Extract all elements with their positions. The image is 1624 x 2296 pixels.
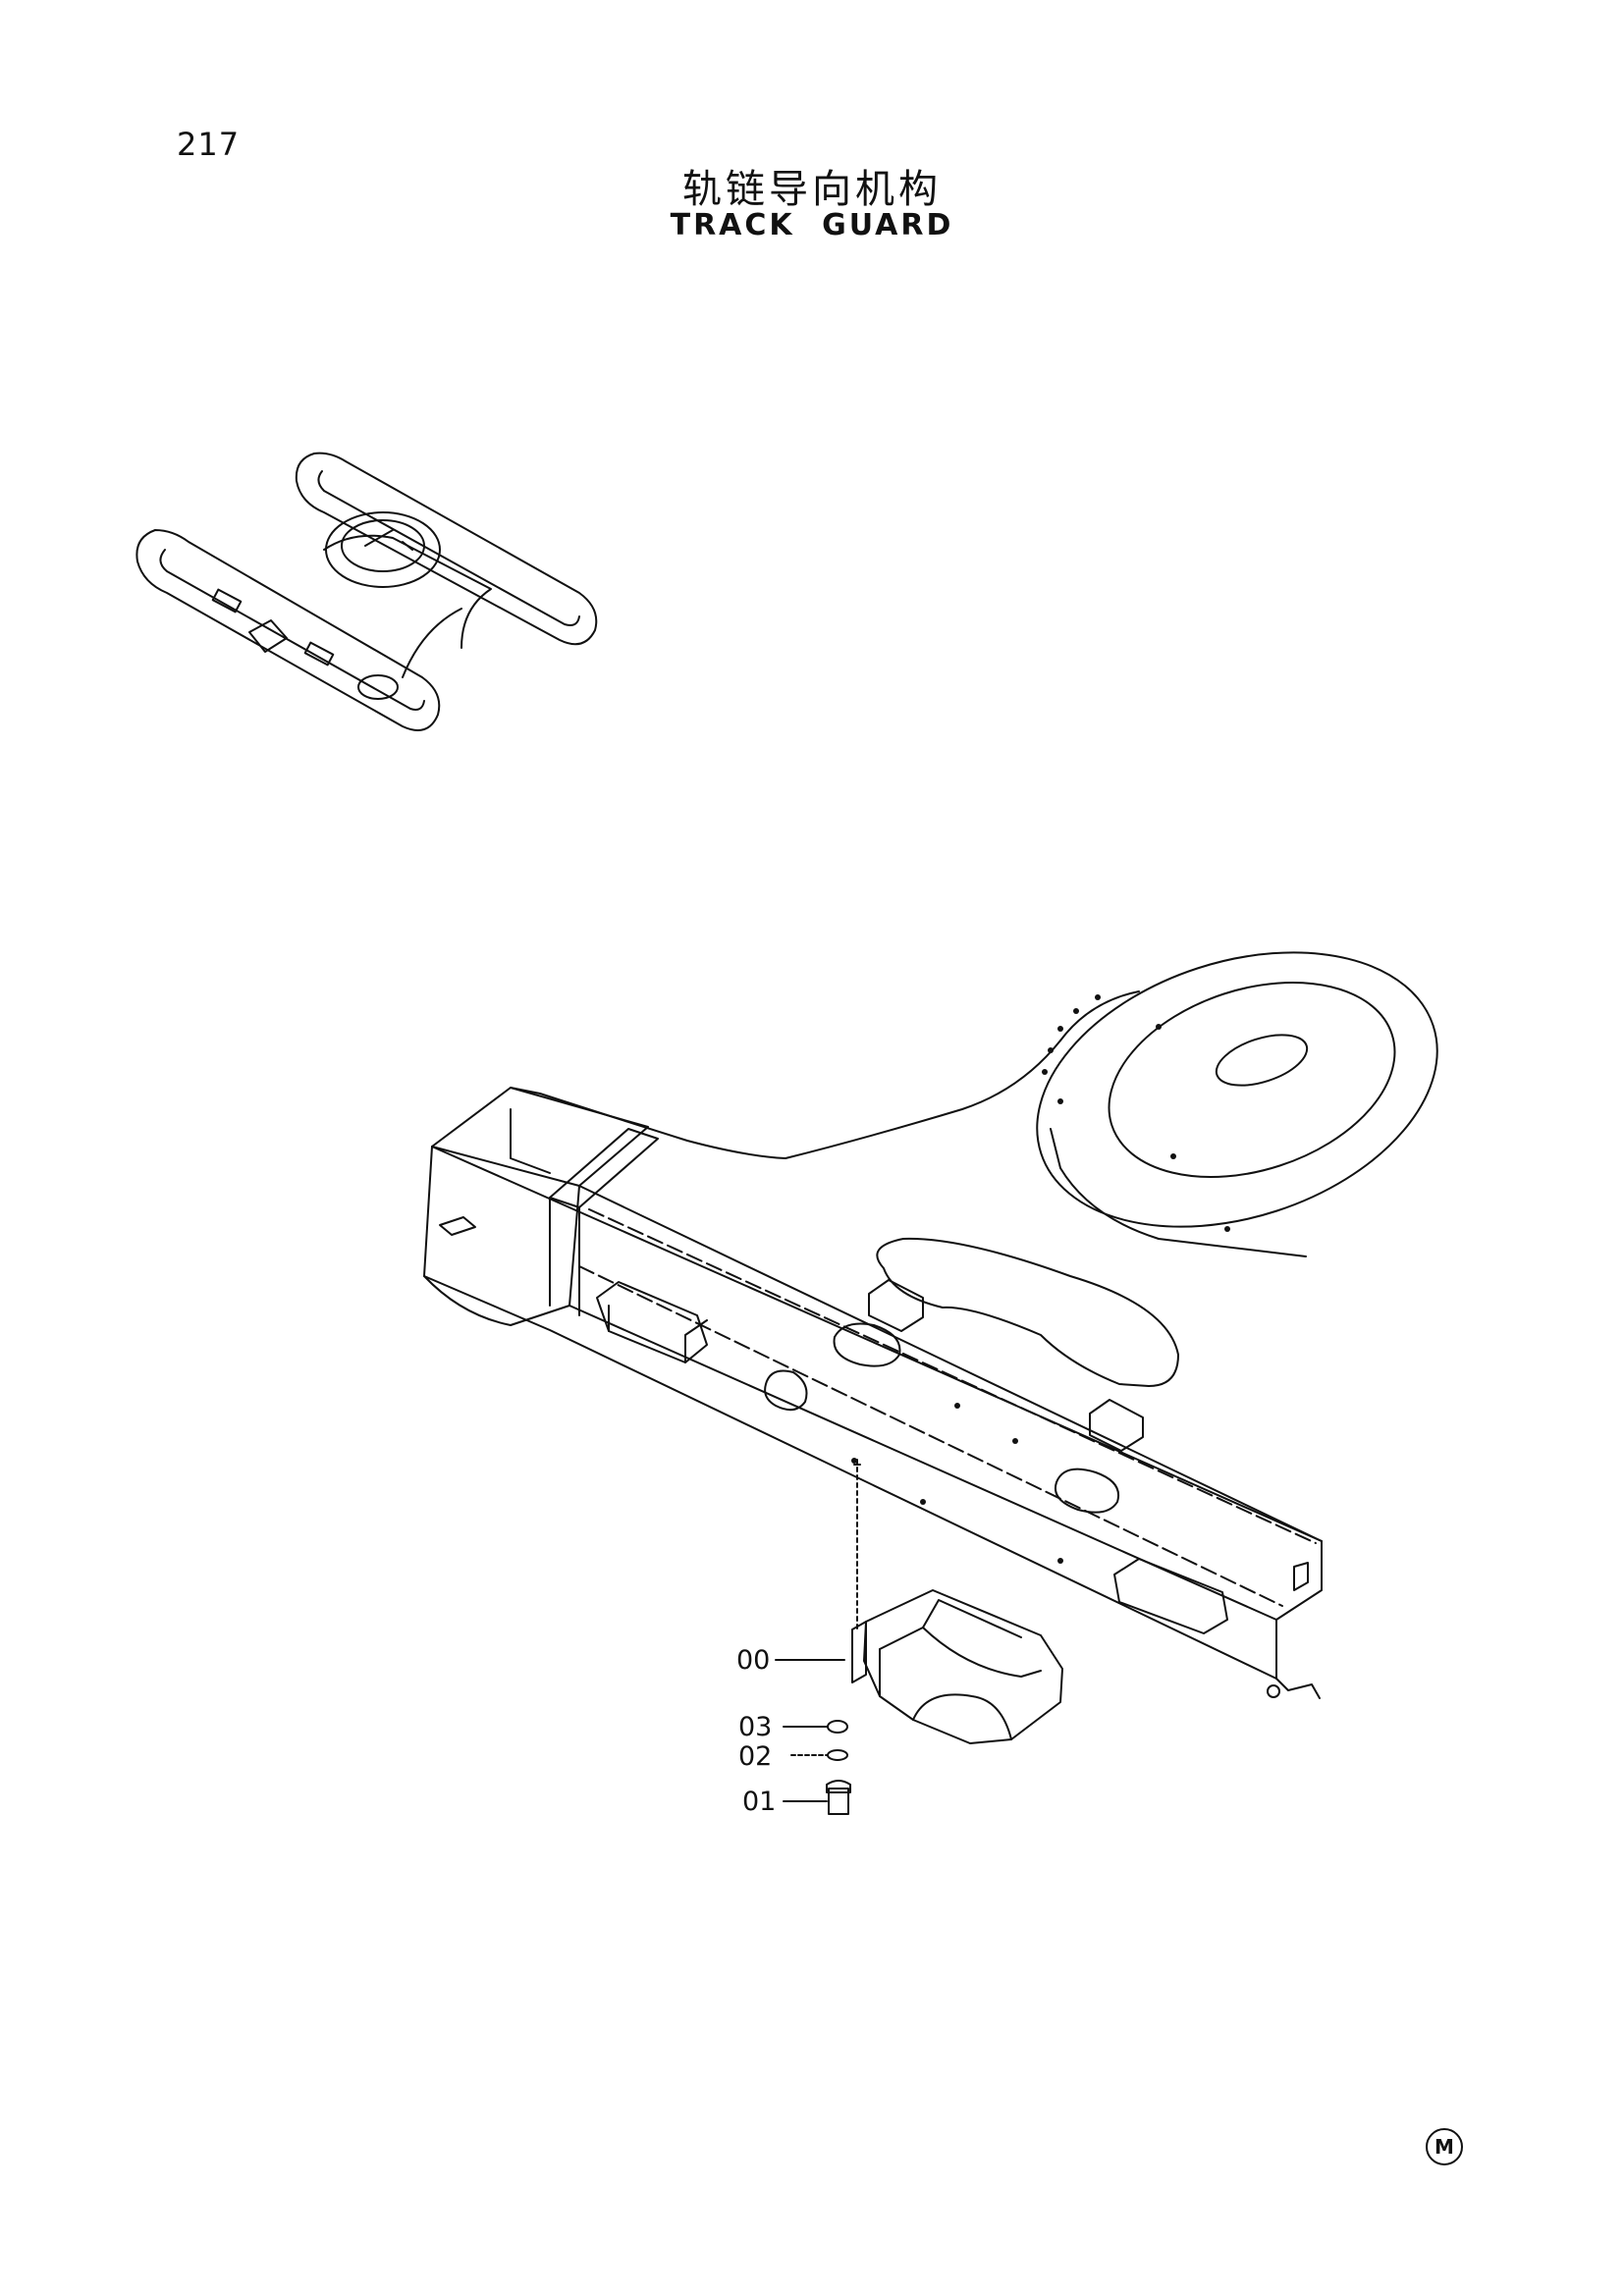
callout-00: 00	[736, 1645, 771, 1676]
circled-m-mark: M	[1426, 2128, 1463, 2165]
page-title-chinese: 轨链导向机构	[682, 167, 942, 212]
callout-02: 02	[738, 1741, 773, 1772]
page-number: 217	[177, 126, 241, 163]
callout-01: 01	[742, 1787, 777, 1817]
callout-leaders	[775, 1659, 851, 1815]
callout-03: 03	[738, 1712, 773, 1742]
page-title-english: TRACK GUARD	[670, 208, 954, 242]
track-frame-detail	[423, 951, 1438, 1744]
track-guard-part	[851, 1589, 1063, 1744]
overview-undercarriage	[135, 452, 598, 731]
